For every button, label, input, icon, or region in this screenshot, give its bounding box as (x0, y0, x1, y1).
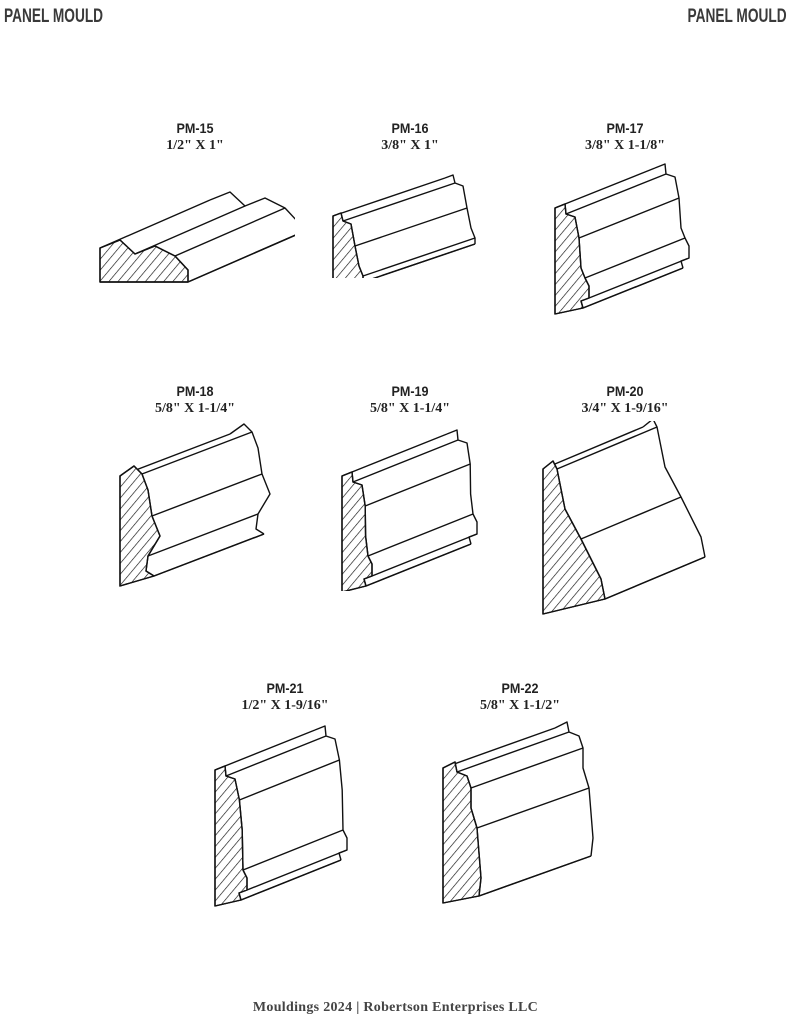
moulding-code: PM-17 (606, 120, 644, 136)
moulding-edge-line (187, 234, 295, 283)
moulding-drawing (99, 191, 295, 283)
moulding-size: 5/8" X 1-1/4" (369, 401, 451, 416)
moulding-item-pm-18: PM-18 5/8" X 1-1/4" (85, 383, 305, 591)
moulding-code: PM-15 (176, 120, 214, 136)
moulding-size: 3/4" X 1-9/16" (581, 401, 669, 416)
moulding-item-pm-19: PM-19 5/8" X 1-1/4" (300, 383, 520, 591)
moulding-edge-line (582, 267, 684, 309)
moulding-edge-line (580, 496, 682, 540)
moulding-drawing (119, 423, 271, 587)
moulding-item-pm-21: PM-21 1/2" X 1-9/16" (175, 680, 395, 918)
moulding-size: 3/8" X 1" (381, 138, 439, 153)
moulding-profile-hatched (554, 203, 590, 315)
moulding-edge-line (239, 759, 340, 801)
moulding-code: PM-21 (266, 680, 304, 696)
moulding-size: 3/8" X 1-1/8" (584, 138, 666, 153)
moulding-edge-line (153, 533, 265, 577)
moulding-edge-line (354, 207, 468, 247)
moulding-drawing (214, 725, 348, 907)
moulding-edge-line (225, 735, 327, 777)
moulding-edge-line (367, 513, 474, 557)
moulding-edge-line (332, 177, 446, 217)
moulding-drawing (554, 163, 690, 315)
moulding-back-edge (642, 421, 706, 558)
moulding-size: 1/2" X 1-9/16" (241, 698, 329, 713)
moulding-edge-line (341, 433, 448, 477)
moulding-edge-line (365, 543, 472, 587)
moulding-edge-line (542, 426, 644, 470)
moulding-item-pm-22: PM-22 5/8" X 1-1/2" (410, 680, 630, 913)
moulding-edge-line (119, 433, 231, 477)
moulding-profile-hatched (441, 761, 482, 904)
moulding-item-pm-17: PM-17 3/8" X 1-1/8" (515, 120, 735, 318)
moulding-drawing (341, 429, 478, 591)
moulding-item-pm-16: PM-16 3/8" X 1" (300, 120, 520, 278)
moulding-edge-line (352, 439, 459, 483)
moulding-drawing (441, 721, 594, 904)
moulding-back-edge (444, 174, 476, 244)
moulding-item-pm-20: PM-20 3/4" X 1-9/16" (515, 383, 735, 621)
moulding-edge-line (372, 243, 476, 278)
header-title-right: PANEL MOULD (687, 6, 787, 27)
moulding-edge-line (151, 473, 263, 517)
moulding-edge-line (364, 463, 471, 507)
moulding-edge-line (371, 533, 478, 577)
moulding-edge-line (240, 859, 342, 901)
footer-text: Mouldings 2024 | Robertson Enterprises L… (252, 1000, 539, 1015)
moulding-profile-hatched (542, 460, 606, 615)
moulding-edge-line (578, 197, 680, 239)
moulding-code: PM-19 (391, 383, 429, 399)
moulding-edge-line (476, 787, 589, 829)
moulding-profile-hatched (214, 765, 248, 907)
moulding-edge-line (362, 237, 476, 277)
moulding-edge-line (554, 167, 656, 209)
moulding-edge-line (141, 431, 253, 475)
moulding-edge-line (604, 556, 706, 600)
moulding-back-edge (654, 163, 690, 269)
moulding-edge-line (556, 426, 658, 470)
moulding-edge-line (242, 829, 344, 871)
moulding-edge-line (478, 855, 591, 897)
moulding-code: PM-16 (391, 120, 429, 136)
moulding-edge-line (174, 207, 286, 257)
moulding-edge-line (588, 257, 690, 299)
moulding-edge-line (147, 513, 259, 557)
moulding-code: PM-20 (606, 383, 644, 399)
moulding-drawing (332, 174, 476, 278)
moulding-code: PM-18 (176, 383, 214, 399)
moulding-edge-line (342, 182, 456, 222)
moulding-item-pm-15: PM-15 1/2" X 1" (85, 120, 305, 298)
moulding-profile-hatched (99, 239, 189, 283)
moulding-profile-hatched (119, 465, 161, 587)
moulding-size: 5/8" X 1-1/4" (154, 401, 236, 416)
header-title-left: PANEL MOULD (4, 6, 104, 27)
moulding-edge-line (214, 729, 316, 771)
moulding-back-edge (446, 429, 478, 545)
moulding-edge-line (565, 173, 667, 215)
moulding-edge-line (584, 237, 686, 279)
moulding-drawing (542, 421, 706, 615)
moulding-back-edge (209, 191, 295, 220)
moulding-edge-line (442, 727, 555, 769)
moulding-profile-hatched (341, 471, 373, 591)
moulding-profile-hatched (332, 212, 364, 278)
moulding-edge-line (456, 731, 569, 773)
moulding-edge-line (470, 747, 583, 789)
moulding-code: PM-22 (501, 680, 539, 696)
moulding-size: 1/2" X 1" (166, 138, 224, 153)
moulding-edge-line (246, 849, 348, 891)
moulding-size: 5/8" X 1-1/2" (479, 698, 561, 713)
